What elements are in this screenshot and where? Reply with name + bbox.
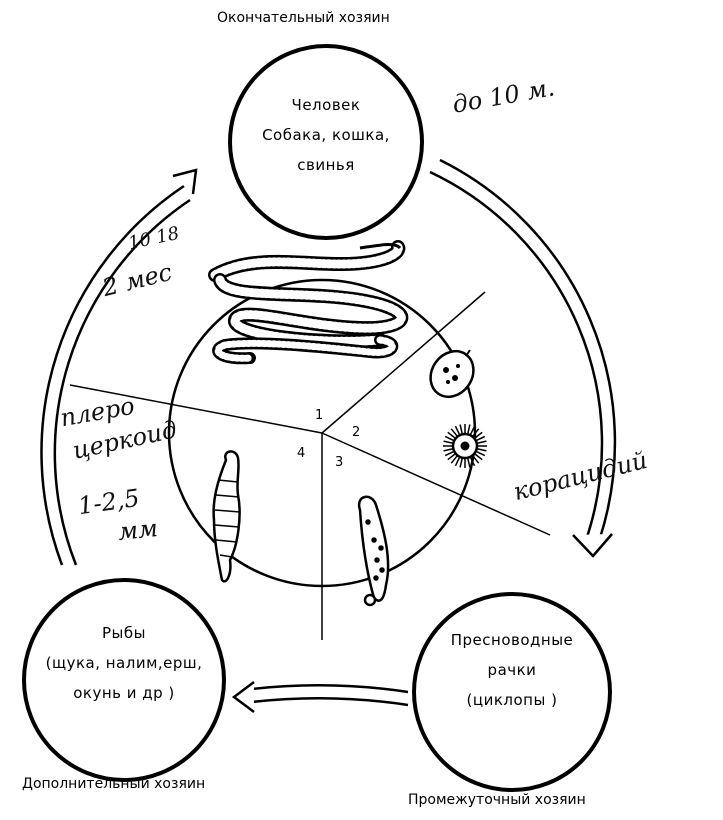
additional-host-circle (22, 578, 226, 782)
intermediate-host-text: Пресноводные рачки (циклопы ) (422, 625, 602, 715)
stage-number-2: 2 (352, 425, 361, 440)
definitive-host-label: Окончательный хозяин (217, 10, 390, 26)
host-name-line1: Рыбы (102, 624, 146, 642)
host-name-line3: свинья (297, 156, 355, 174)
intermediate-host-label: Промежуточный хозяин (408, 792, 586, 808)
host-name-line2: (щука, налим,ерш, (45, 654, 203, 672)
coracidium-icon (443, 424, 487, 468)
definitive-host-circle (228, 44, 424, 240)
additional-host-text: Рыбы (щука, налим,ерш, окунь и др ) (24, 618, 224, 708)
host-name-line1: Пресноводные (450, 631, 574, 649)
stage-number-3: 3 (335, 455, 344, 470)
additional-host-label: Дополнительный хозяин (22, 776, 206, 792)
host-name-line2: рачки (487, 661, 537, 679)
host-name-line3: (циклопы ) (466, 691, 558, 709)
definitive-host-text: Человек Собака, кошка, свинья (238, 90, 414, 180)
stage-number-4: 4 (297, 446, 306, 461)
divider-w (69, 384, 323, 434)
plerocercoid-larva (212, 450, 241, 583)
arrow-left-to-top (40, 168, 198, 566)
divider-ne (321, 291, 486, 434)
host-name-line3: окунь и др ) (73, 684, 175, 702)
host-name-line1: Человек (291, 96, 361, 114)
procercoid-larva (357, 495, 390, 607)
adult-tapeworm (208, 240, 409, 365)
arrow-right-to-left (231, 681, 409, 713)
intermediate-host-circle (412, 592, 612, 792)
stage-number-1: 1 (315, 408, 324, 423)
handwritten-length-b: мм (116, 513, 160, 547)
divider-se (321, 432, 551, 536)
arrow-top-to-right (429, 158, 617, 558)
egg-icon (429, 349, 475, 399)
host-name-line2: Собака, кошка, (262, 126, 390, 144)
